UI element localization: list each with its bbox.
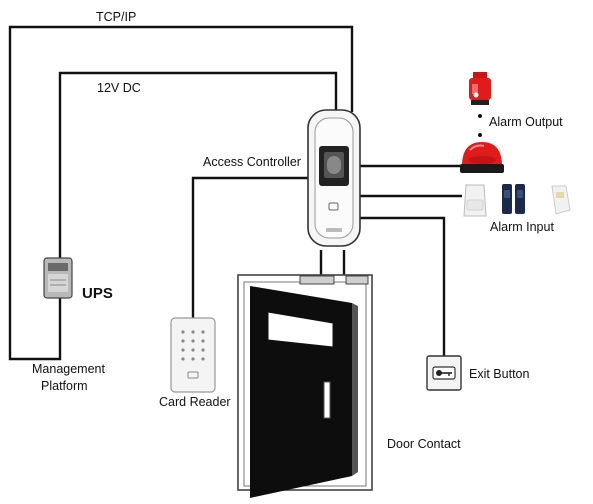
beam-detector-icon-2 bbox=[515, 184, 525, 214]
door-contact-label: Door Contact bbox=[387, 437, 461, 451]
alarm-output-beacon bbox=[460, 142, 504, 173]
card-tap-icon bbox=[187, 371, 199, 379]
exit-button-label: Exit Button bbox=[469, 367, 529, 381]
tcp-ip-label: TCP/IP bbox=[96, 10, 136, 24]
detector-icon bbox=[551, 185, 571, 215]
management-platform-label-line1: Management bbox=[32, 362, 105, 376]
lock-plate bbox=[345, 275, 369, 285]
card-tap-icon bbox=[328, 202, 339, 211]
alarm-input-label: Alarm Input bbox=[490, 220, 554, 234]
exit-button-device bbox=[426, 355, 462, 391]
door-window bbox=[267, 311, 334, 348]
card-reader-device bbox=[170, 317, 216, 393]
tcp-ip-wire bbox=[8, 25, 354, 361]
key-icon bbox=[436, 370, 442, 376]
door-assembly bbox=[237, 274, 373, 498]
card-reader-label: Card Reader bbox=[159, 395, 231, 409]
power-label: 12V DC bbox=[97, 81, 141, 95]
access-controller-label: Access Controller bbox=[203, 155, 301, 169]
ups-label: UPS bbox=[82, 285, 113, 302]
ups-device bbox=[43, 257, 73, 299]
alarm-input-sensors bbox=[463, 184, 571, 217]
beam-detector-icon-1 bbox=[502, 184, 512, 214]
dot-2 bbox=[478, 133, 482, 137]
exit-button-wire bbox=[358, 216, 446, 356]
alarm-output-siren-small bbox=[469, 72, 491, 105]
power-wire bbox=[58, 71, 338, 258]
alarm-output-label: Alarm Output bbox=[489, 115, 563, 129]
dot-1 bbox=[478, 114, 482, 118]
door-handle bbox=[323, 381, 331, 419]
magnetic-lock bbox=[299, 275, 335, 285]
wiring bbox=[8, 25, 462, 361]
access-controller-device bbox=[307, 109, 361, 247]
management-platform-label-line2: Platform bbox=[41, 379, 88, 393]
card-reader-wire bbox=[191, 176, 312, 318]
